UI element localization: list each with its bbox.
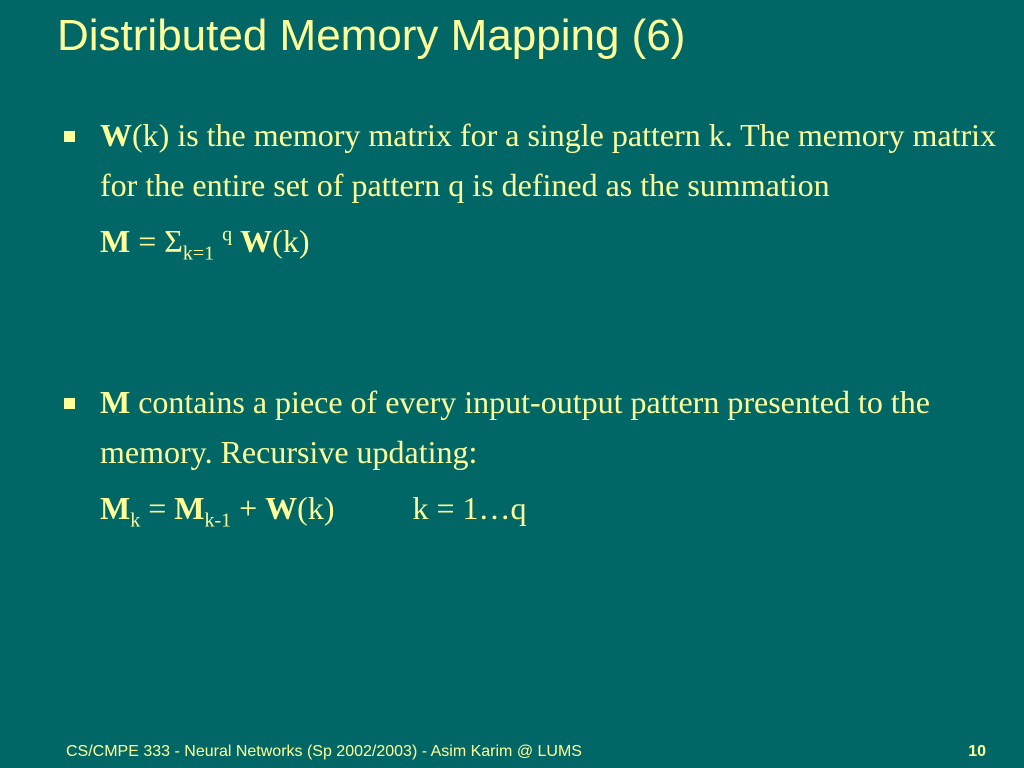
lhs-subscript: k [130,509,141,532]
formula-term-arg: (k) [297,490,335,526]
summation-formula: M = Σk=1 q W(k) [100,216,1000,266]
previous-matrix: M [174,490,205,526]
sigma-lower-bound: k=1 [182,242,215,265]
equals-sign: = [140,490,175,526]
matrix-m-symbol: M [100,384,131,420]
bullet-text-2: M contains a piece of every input-output… [100,377,1000,477]
formula-lhs: M [100,490,131,526]
index-range: k = 1…q [412,490,527,526]
previous-subscript: k-1 [204,509,232,532]
square-bullet-icon [64,398,75,409]
square-bullet-icon [64,131,75,142]
formula-term-arg: (k) [272,223,310,259]
recursive-update-formula: Mk = Mk-1 + W(k) k = 1…q [100,483,1000,533]
sigma-symbol: Σ [164,223,183,259]
plus-sign: + [231,490,266,526]
bullet-text-1: W(k) is the memory matrix for a single p… [100,110,1000,210]
bullet-item-2: M contains a piece of every input-output… [64,377,1000,533]
formula-term: W [240,223,273,259]
formula-lhs: M [100,223,131,259]
footer-course-info: CS/CMPE 333 - Neural Networks (Sp 2002/2… [66,743,582,760]
formula-term: W [265,490,298,526]
bullet-body-2: contains a piece of every input-output p… [100,384,938,470]
sigma-upper-bound: q [222,223,233,246]
bullet-body-1: (k) is the memory matrix for a single pa… [100,117,997,203]
equals-sign: = [130,223,165,259]
slide-title: Distributed Memory Mapping (6) [57,11,686,60]
bullet-item-1: W(k) is the memory matrix for a single p… [64,110,1000,266]
slide-number: 10 [968,743,986,760]
matrix-w-symbol: W [100,117,132,153]
